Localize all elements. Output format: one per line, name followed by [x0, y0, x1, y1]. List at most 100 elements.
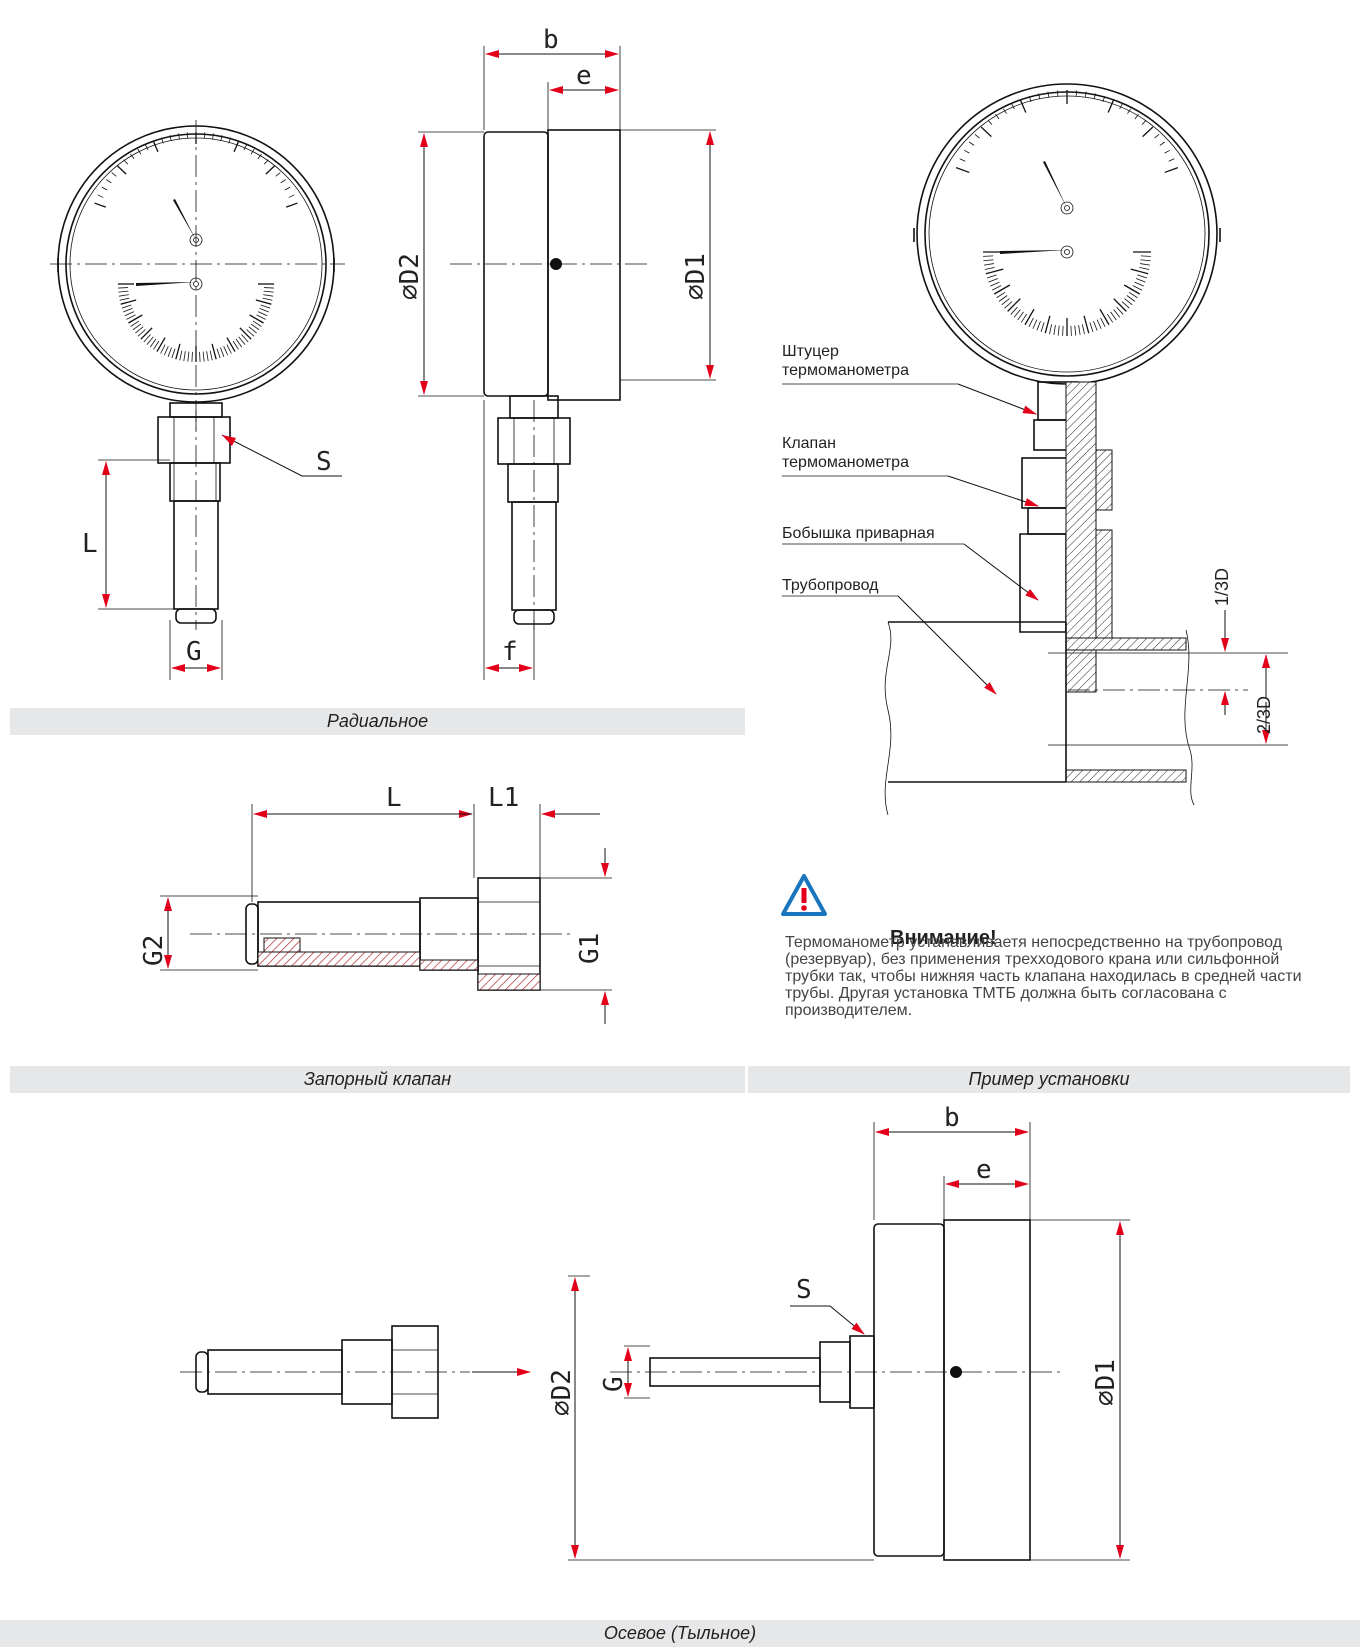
dial-tick: [257, 153, 262, 160]
dial-tick: [118, 294, 129, 297]
dial-tick: [256, 314, 266, 320]
dial-tick: [137, 329, 146, 337]
dial-tick: [983, 263, 994, 266]
label-b: b: [543, 25, 559, 55]
dim-f: f: [483, 400, 535, 680]
dial-tick: [1093, 93, 1096, 100]
radial-drawing: L G S b e ⌀D2: [50, 25, 716, 680]
dial-tick: [241, 334, 249, 343]
dial-tick: [130, 320, 140, 327]
dial-tick: [1038, 93, 1041, 100]
dial-tick: [1089, 322, 1094, 333]
dim-axial-e: e: [943, 1155, 1029, 1220]
dim-D2: ⌀D2: [395, 131, 484, 397]
radial-panel: L G S b e ⌀D2: [10, 10, 745, 708]
dial-tick: [1093, 320, 1098, 331]
dim-S: S: [221, 434, 342, 477]
install-drawing: 1/3D 2/3D: [782, 83, 1288, 816]
dim-e: e: [547, 61, 619, 130]
dial-tick: [955, 167, 970, 174]
dial-tick: [1141, 120, 1147, 126]
dial-tick: [212, 133, 214, 140]
dial-tick: [984, 266, 995, 270]
dial-tick: [120, 299, 137, 305]
dial-tick: [144, 144, 149, 151]
dial-tick: [959, 158, 966, 162]
dial-tick: [1121, 301, 1130, 309]
side-view: [450, 129, 650, 630]
dial-tick: [1040, 322, 1045, 333]
dial-tick: [988, 278, 999, 283]
label-valve-L: L: [386, 783, 402, 813]
dial-tick: [97, 194, 104, 198]
dial-tick: [220, 135, 223, 142]
dial-tick: [985, 268, 1004, 275]
dial-tick: [983, 259, 994, 262]
axial-drawing: b e ⌀D1 ⌀D2 G S: [180, 1103, 1130, 1561]
dim-valve-G2: G2: [139, 895, 258, 971]
dial-tick: [1130, 268, 1149, 275]
dial-tick: [111, 172, 117, 177]
dial-tick: [1047, 91, 1050, 98]
label-D2: ⌀D2: [395, 253, 425, 300]
dial-tick: [246, 329, 255, 337]
dial-tick: [124, 311, 135, 317]
dial-tick: [206, 351, 209, 362]
dial-tick: [249, 314, 264, 324]
dial-tick: [1049, 324, 1053, 335]
dial-tick: [257, 311, 268, 317]
label-pipe: Трубопровод: [782, 577, 879, 594]
dial-tick: [1036, 320, 1041, 331]
dim-axial-D2: ⌀D2: [547, 1275, 874, 1561]
dial-tick: [1137, 274, 1148, 279]
label-valve-G2: G2: [139, 935, 169, 966]
label-f: f: [502, 637, 518, 667]
dial-tick: [1107, 99, 1115, 113]
dial-tick: [209, 350, 213, 361]
dial-tick: [1007, 298, 1021, 312]
caption-example: Пример установки: [748, 1066, 1350, 1093]
label-axial-e: e: [976, 1155, 992, 1185]
dial-tick: [250, 148, 255, 155]
valve-panel: L L1 G2 G1: [10, 738, 745, 1062]
dial-tick: [163, 345, 169, 356]
warning-title: Внимание!: [890, 927, 997, 949]
dial-tick: [248, 326, 257, 334]
dial-tick: [993, 284, 1011, 295]
dial-tick: [983, 255, 994, 257]
dial-tick: [1119, 103, 1123, 110]
dim-axial-S: S: [790, 1275, 865, 1335]
dim-axial-b: b: [873, 1103, 1031, 1220]
label-e: e: [576, 61, 592, 91]
dial-tick: [143, 334, 151, 343]
label-fitting: Штуцер термоманометра: [782, 343, 909, 379]
dial-tick: [1070, 325, 1072, 336]
dial-tick: [94, 202, 107, 208]
dial-tick: [119, 297, 130, 301]
caption-axial: Осевое (Тыльное): [0, 1620, 1360, 1647]
dial-tick: [1004, 301, 1013, 309]
dim-b: b: [483, 25, 621, 130]
dial-tick: [178, 133, 180, 140]
dial-tick: [250, 323, 260, 331]
dial-tick: [1011, 103, 1015, 110]
dial-tick: [265, 165, 276, 175]
dial-tick: [986, 274, 997, 279]
warning-text: Термоманометр устанавливаетя непосредств…: [785, 934, 1302, 1019]
dial-tick: [1159, 141, 1166, 146]
dial-tick: [1057, 325, 1060, 336]
dial-tick: [987, 120, 993, 126]
dial-tick: [1032, 319, 1038, 329]
dial-tick: [223, 345, 229, 356]
dial-tick: [288, 194, 295, 198]
dim-G: G: [169, 620, 223, 680]
dial-tick: [285, 202, 298, 208]
dim-L: L: [82, 459, 176, 610]
label-one-third: 1/3D: [1212, 568, 1232, 606]
dial-tick: [152, 140, 159, 153]
dim-D1: ⌀D1: [620, 129, 716, 381]
dial-tick: [226, 344, 232, 354]
dial-tick: [175, 343, 181, 360]
label-S: S: [316, 447, 332, 477]
dim-axial-G: G: [599, 1345, 650, 1399]
